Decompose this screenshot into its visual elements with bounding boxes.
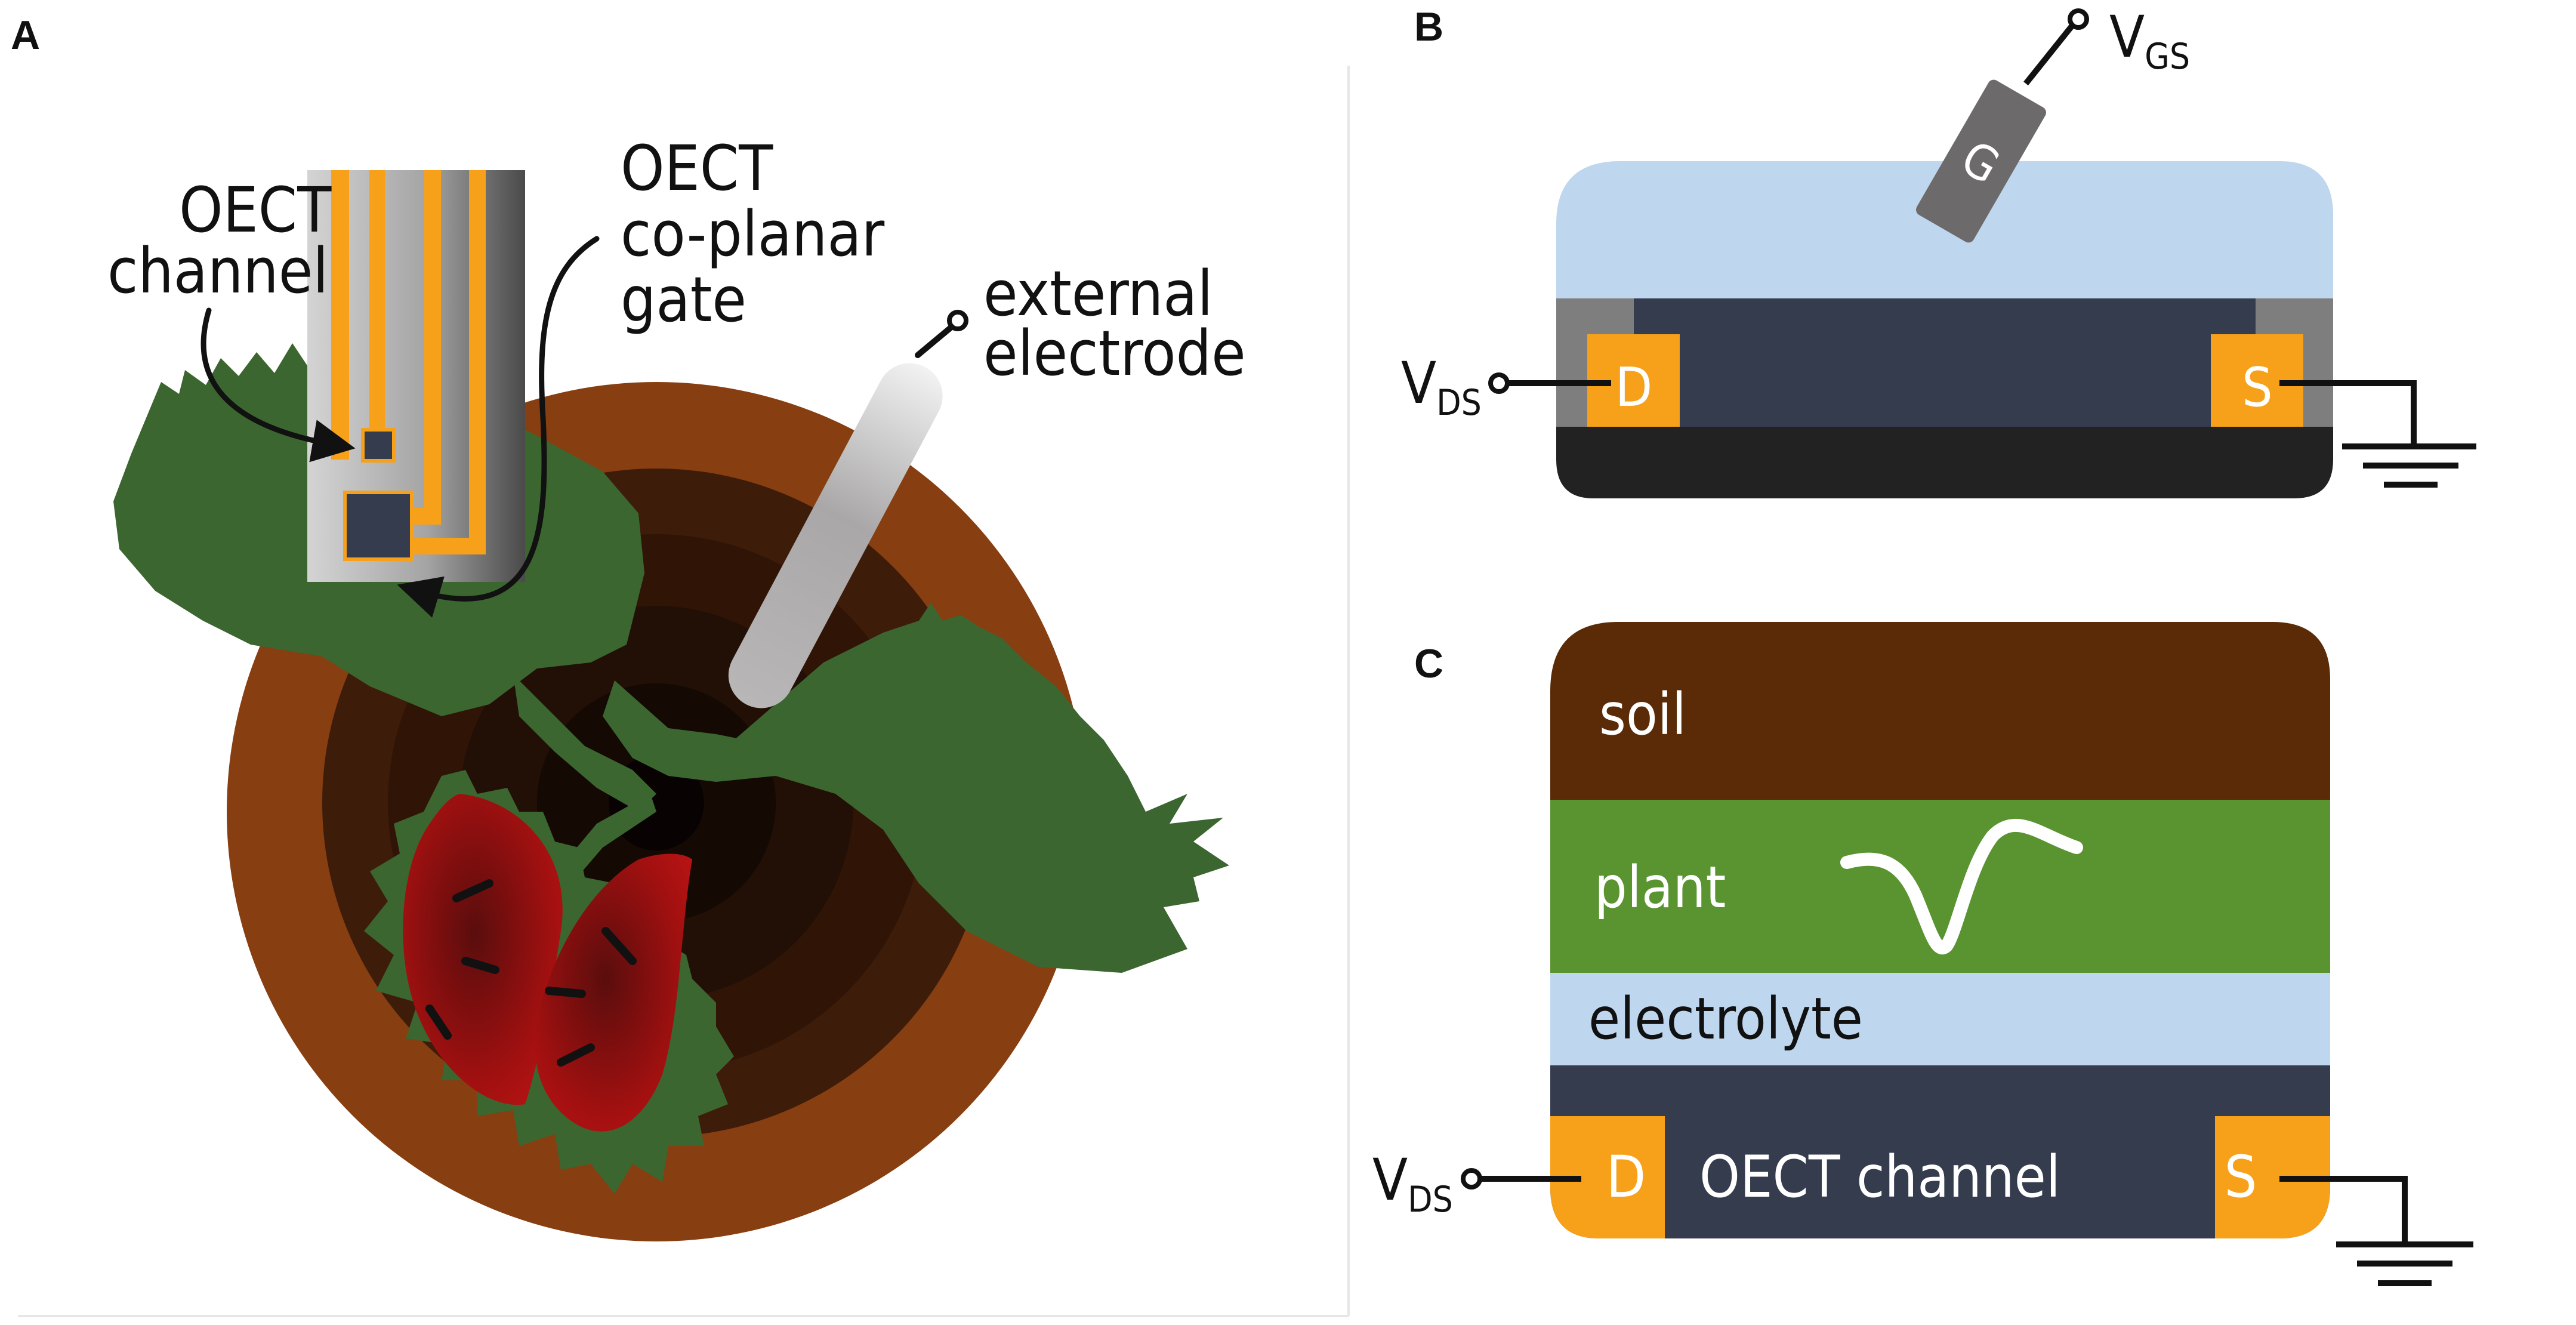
trap-trigger-hairs [425, 879, 637, 1067]
panel-b: B D S G VGS VDS [1401, 4, 2476, 498]
trap-right-lobe [535, 853, 692, 1132]
channel-arrow [200, 307, 356, 463]
c-oect-channel [1550, 1065, 2330, 1238]
b-source-label: S [2242, 356, 2272, 419]
c-soil-label: soil [1599, 681, 1686, 748]
oect-chip [307, 170, 525, 582]
c-plant-label: plant [1594, 854, 1726, 921]
panel-c-letter: C [1414, 641, 1443, 686]
c-soil [1550, 622, 2330, 800]
c-electrolyte [1550, 973, 2330, 1065]
external-electrode [728, 310, 968, 708]
b-substrate [1556, 427, 2333, 498]
c-ground [2279, 1176, 2473, 1286]
callout-arrows [200, 236, 600, 618]
label-external-electrode-2: electrode [983, 317, 1246, 390]
b-vds-label: VDS [1401, 350, 1482, 424]
coplanar-gate-pad [343, 491, 414, 561]
c-drain [1550, 1116, 1665, 1238]
c-channel-label: OECT channel [1699, 1144, 2060, 1210]
c-drain-label: D [1606, 1144, 1646, 1210]
b-vgs-terminal [2068, 8, 2089, 30]
panel-c: C soil plant electrolyte OECT channel D … [1372, 622, 2473, 1286]
external-electrode-terminal [947, 310, 968, 331]
label-oect-channel-1: OECT [179, 174, 332, 246]
b-gate-wire [2023, 21, 2076, 86]
label-coplanar-gate-1: OECT [621, 132, 773, 205]
b-vds-terminal [1488, 372, 1510, 394]
c-signal-waveform [1840, 818, 2083, 955]
external-electrode-rod [728, 363, 943, 708]
gate-arrow [397, 236, 600, 618]
c-source [2215, 1116, 2330, 1238]
label-coplanar-gate-3: gate [621, 263, 746, 336]
c-vds-label: VDS [1372, 1147, 1453, 1221]
right-leaf [734, 603, 1229, 973]
gate-trace [412, 170, 441, 525]
c-electrolyte-label: electrolyte [1588, 985, 1863, 1052]
b-ground [2279, 380, 2476, 488]
b-vgs-label: VGS [2109, 4, 2190, 78]
b-electrolyte [1556, 161, 2333, 298]
c-vds-terminal [1461, 1168, 1482, 1190]
b-oect-channel [1634, 298, 2256, 427]
label-oect-channel-2: channel [107, 235, 328, 307]
panel-a-labels: OECT channel OECT co-planar gate externa… [107, 132, 1246, 390]
c-source-label: S [2225, 1144, 2257, 1210]
b-gate-electrode: G VGS [1916, 4, 2190, 243]
gate-trace-2 [412, 170, 486, 554]
oect-channel-pad [361, 428, 396, 463]
label-external-electrode-1: external [983, 257, 1213, 330]
b-gate-body [1916, 79, 2046, 243]
panel-a: A [11, 13, 1246, 1241]
b-drain-label: D [1615, 356, 1652, 419]
c-labels: soil plant electrolyte OECT channel D S [1588, 681, 2257, 1210]
external-electrode-wire [915, 322, 957, 358]
venus-flytrap [364, 770, 734, 1194]
panel-a-frame [18, 66, 1350, 1317]
stem-2 [513, 674, 656, 812]
label-coplanar-gate-2: co-planar [621, 198, 885, 270]
stem [603, 680, 823, 782]
panel-a-letter: A [11, 13, 40, 58]
panel-b-letter: B [1414, 4, 1443, 50]
